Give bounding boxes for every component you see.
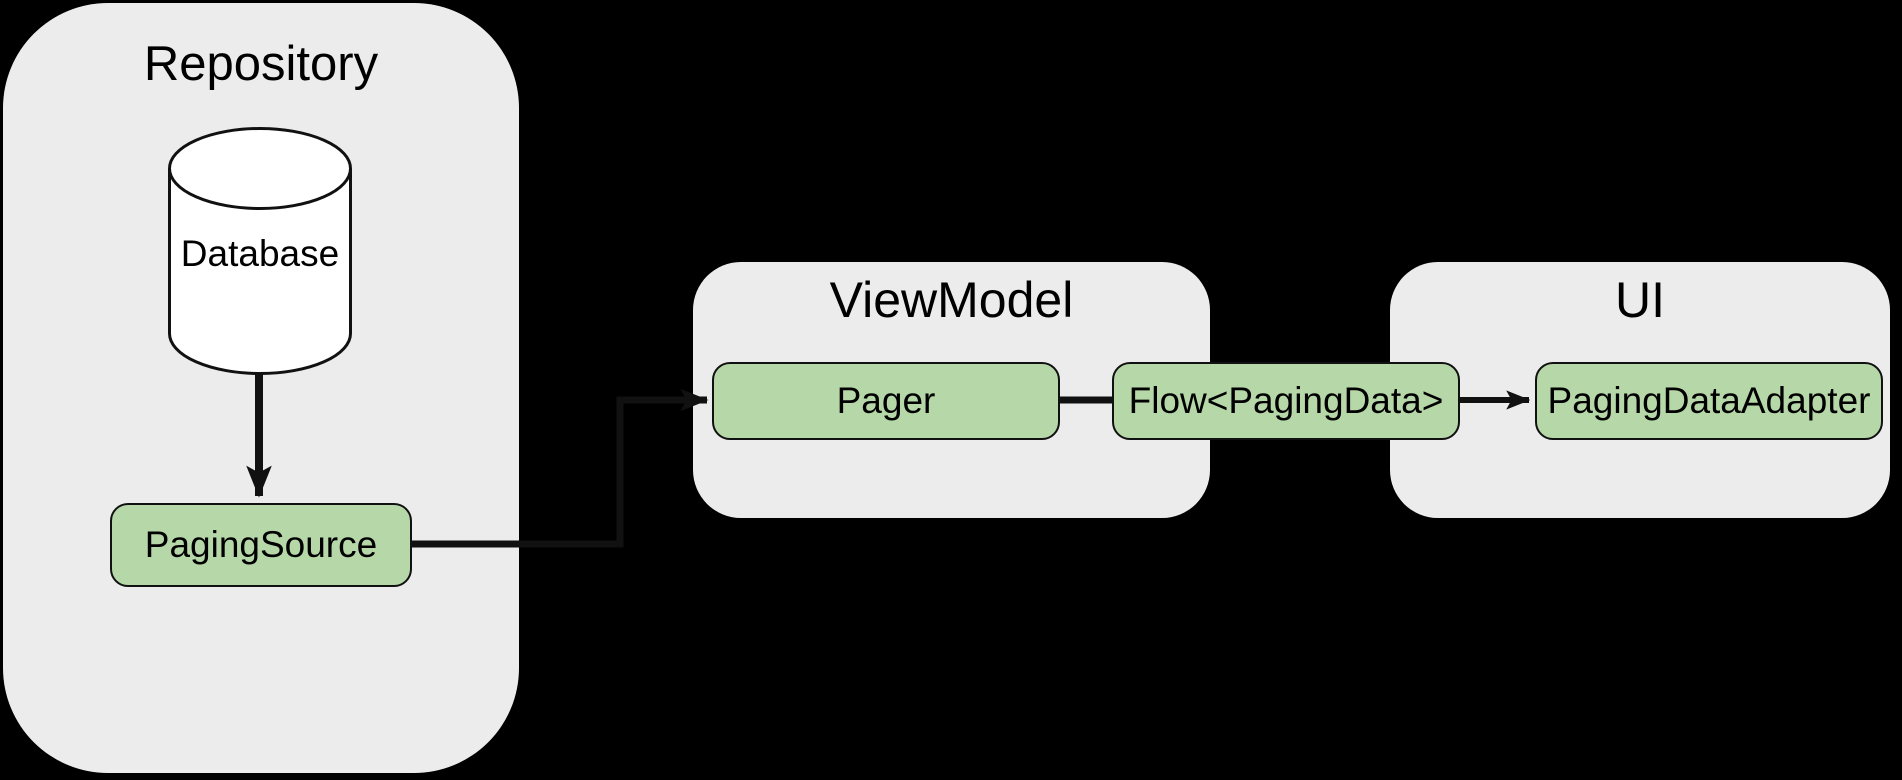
database-label: Database bbox=[180, 233, 340, 274]
repository-group bbox=[3, 3, 519, 773]
pager-node: Pager bbox=[712, 362, 1060, 440]
paging-source-node: PagingSource bbox=[110, 503, 412, 587]
flow-pagingdata-node: Flow<PagingData> bbox=[1112, 362, 1460, 440]
viewmodel-title: ViewModel bbox=[829, 272, 1074, 328]
database-cylinder-icon bbox=[168, 127, 352, 375]
repository-title: Repository bbox=[143, 37, 379, 91]
ui-title: UI bbox=[1615, 272, 1665, 328]
paging-data-adapter-node: PagingDataAdapter bbox=[1535, 362, 1883, 440]
